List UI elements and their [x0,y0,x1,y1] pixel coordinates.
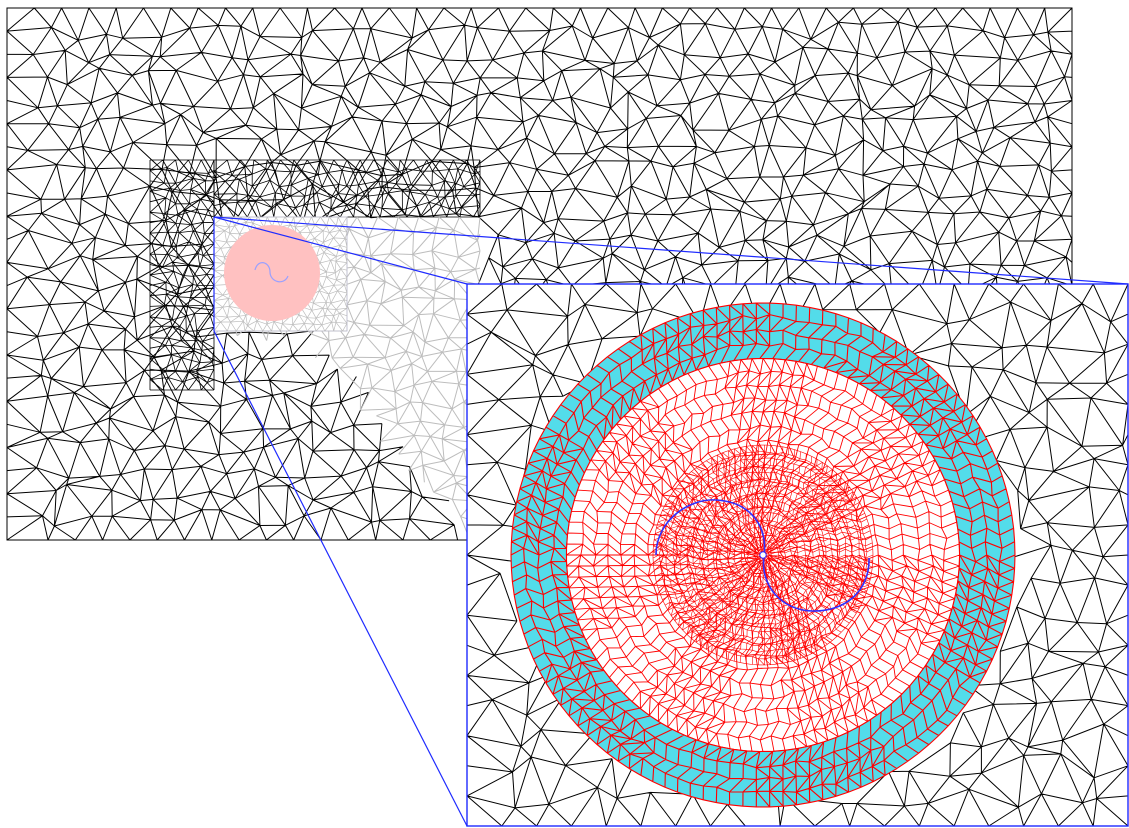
inset-frame [466,283,1129,827]
inset-center-mark [759,551,767,559]
magnified-inset [466,283,1129,827]
zoom-source-spiral [254,262,289,283]
zoom-source-window [213,216,348,332]
zoom-connector-lines [213,216,1129,827]
zoom-connector-line [213,216,468,285]
outer-mesh-refined-top-edges [213,159,481,218]
zoom-source-disc [224,225,320,321]
zoom-connector-line [213,330,468,827]
zoom-connector-line [213,216,1129,285]
